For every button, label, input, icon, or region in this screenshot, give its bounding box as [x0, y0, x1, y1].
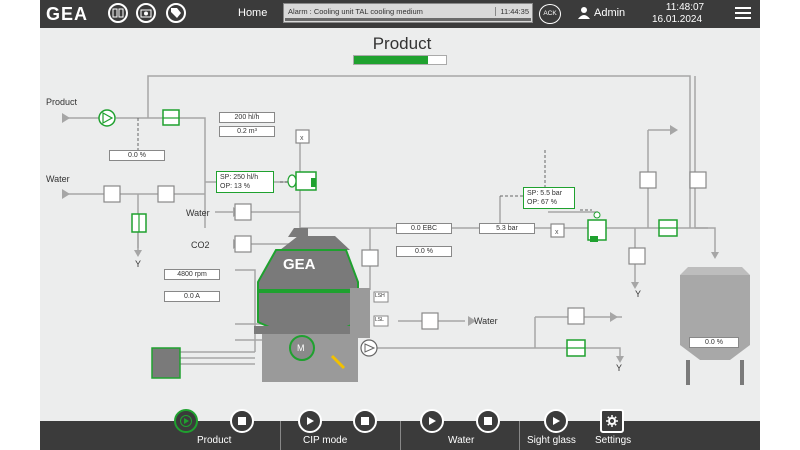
water-inlet-label: Water	[46, 174, 70, 184]
ack-button[interactable]: ACK	[539, 4, 561, 24]
product-percent: 0.0 %	[109, 150, 165, 161]
flow-value: 200 hl/h	[219, 112, 275, 123]
alarm-banner[interactable]: Alarm : Cooling unit TAL cooling medium …	[283, 3, 533, 23]
separator-icon	[254, 228, 370, 382]
svg-text:x: x	[555, 229, 559, 236]
hamburger-menu-icon[interactable]	[735, 7, 751, 22]
water-mode-label: Water	[448, 435, 475, 446]
tag-icon[interactable]	[166, 3, 186, 23]
progress-bar	[353, 55, 447, 65]
clock-time: 11:48:07	[665, 2, 705, 13]
pressure-value: 5.3 bar	[479, 223, 535, 234]
hmi-frame: GEA Home Alarm : Cooling unit TAL coolin…	[40, 0, 760, 450]
svg-text:x: x	[300, 135, 304, 142]
y-outlet-bottom: Y	[616, 363, 623, 373]
gea-logo: GEA	[46, 4, 89, 24]
separator-line	[400, 421, 401, 450]
alarm-time: 11:44:35	[495, 7, 529, 16]
alarm-underline	[285, 18, 531, 21]
separator-line	[519, 421, 520, 450]
pressure-sp: SP: 5.5 bar	[527, 190, 563, 197]
clock-date: 16.01.2024	[652, 14, 703, 25]
speed-value: 4800 rpm	[164, 269, 220, 280]
home-link[interactable]: Home	[238, 7, 268, 19]
gear-icon	[606, 415, 618, 427]
machine-icon[interactable]	[136, 3, 156, 23]
current-value: 0.0 A	[164, 291, 220, 302]
flow-sp: SP: 250 hl/h	[220, 174, 259, 181]
co2-label: CO2	[191, 240, 210, 250]
water-stop-button[interactable]	[476, 409, 500, 433]
motor-label: M	[297, 343, 305, 353]
ebc-value: 0.0 EBC	[396, 223, 452, 234]
separator-line	[280, 421, 281, 450]
cip-mode-label: CIP mode	[303, 435, 348, 446]
pressure-controller[interactable]: SP: 5.5 bar OP: 67 %	[523, 187, 575, 209]
transfer-icon[interactable]	[108, 3, 128, 23]
y-outlet-left: Y	[135, 259, 142, 269]
separator-logo: GEA	[283, 256, 316, 273]
lsl-label: LSL	[375, 317, 384, 323]
tank-icon	[680, 267, 750, 385]
product-stop-button[interactable]	[230, 409, 254, 433]
cip-start-button[interactable]	[298, 409, 322, 433]
user-icon	[578, 7, 590, 19]
process-diagram: x x	[62, 75, 750, 385]
user-name[interactable]: Admin	[594, 7, 626, 19]
y-outlet-mid: Y	[635, 289, 642, 299]
bottom-bar: Product CIP mode Water Sight glass Setti…	[40, 409, 760, 450]
lsh-label: LSH	[375, 293, 385, 299]
water-start-button[interactable]	[420, 409, 444, 433]
tank-level: 0.0 %	[689, 337, 739, 348]
flow-controller[interactable]: SP: 250 hl/h OP: 13 %	[216, 171, 274, 193]
top-bar: GEA Home Alarm : Cooling unit TAL coolin…	[40, 0, 760, 28]
page-title: Product	[372, 34, 432, 53]
pump-icon	[98, 109, 116, 127]
pressure-valve-icon	[587, 211, 607, 242]
control-valve-icon	[287, 171, 317, 191]
settings-button[interactable]	[600, 409, 624, 433]
settings-label: Settings	[595, 435, 632, 446]
flow-op: OP: 13 %	[220, 183, 250, 190]
volume-value: 0.2 m³	[219, 126, 275, 137]
progress-fill	[354, 56, 428, 64]
product-inlet-label: Product	[46, 97, 78, 107]
sight-glass-button[interactable]	[544, 409, 568, 433]
water-outlet-label: Water	[474, 316, 498, 326]
water-feed-label: Water	[186, 208, 210, 218]
sight-glass-label: Sight glass	[527, 435, 576, 446]
product-start-button[interactable]	[174, 409, 198, 433]
motor-cabinet	[151, 347, 181, 379]
ebc-percent: 0.0 %	[396, 246, 452, 257]
pressure-op: OP: 67 %	[527, 199, 557, 206]
cip-stop-button[interactable]	[353, 409, 377, 433]
product-mode-label: Product	[197, 435, 232, 446]
alarm-text: Alarm : Cooling unit TAL cooling medium	[288, 7, 423, 16]
